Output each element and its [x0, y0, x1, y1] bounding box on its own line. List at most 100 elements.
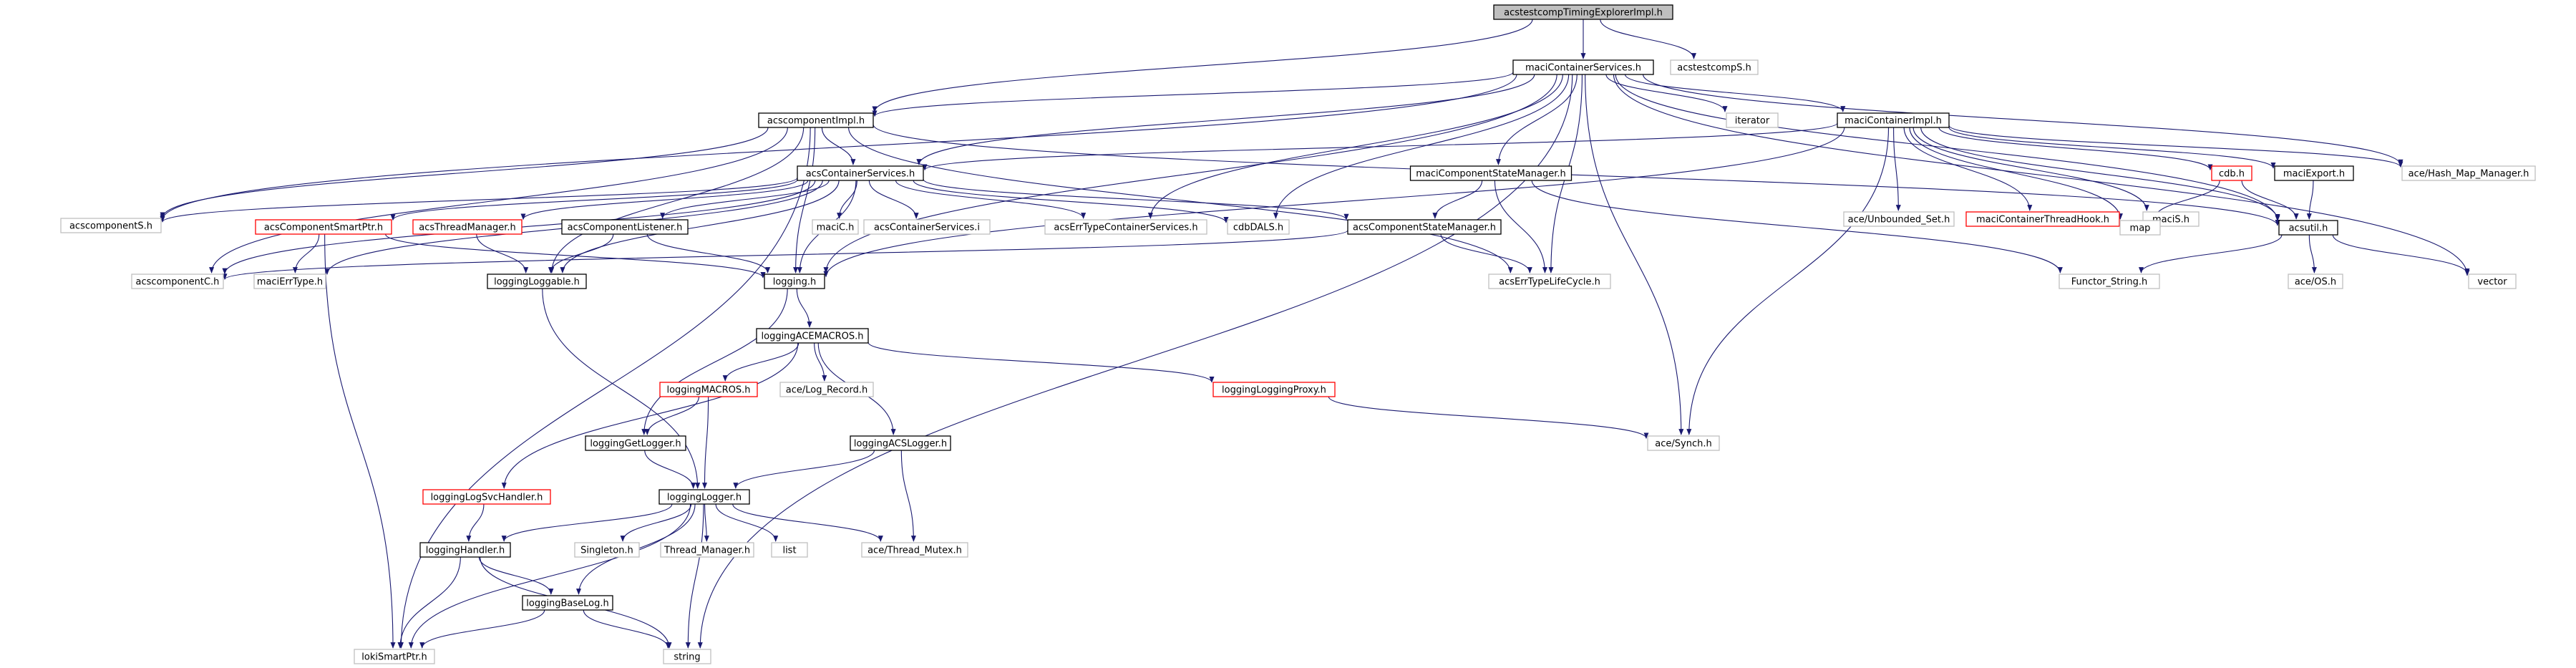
node-box	[1647, 435, 1720, 451]
node-acsComponentListener[interactable]: acsComponentListener.h	[561, 219, 689, 235]
node-label: acstestcompS.h	[1677, 63, 1751, 74]
edge-acsContainerServices-to-acsComponentStateManager	[923, 178, 1349, 221]
node-label: ace/Unbounded_Set.h	[1848, 215, 1950, 226]
node-acsContainerServices[interactable]: acsContainerServices.h	[797, 165, 924, 181]
node-acsErrTypeLifeCycle: acsErrTypeLifeCycle.h	[1488, 274, 1611, 289]
node-acsComponentSmartPtr[interactable]: acsComponentSmartPtr.h	[255, 219, 392, 235]
edge-maciContainerServices-to-iterator	[1605, 74, 1728, 112]
node-acsutil[interactable]: acsutil.h	[2278, 220, 2338, 236]
node-label: loggingLoggable.h	[494, 277, 580, 288]
edge-maciContainerImpl-to-aceUnbounded	[1893, 127, 1901, 211]
node-label: acscomponentImpl.h	[767, 116, 865, 127]
node-box	[771, 542, 808, 558]
node-acsThreadManager[interactable]: acsThreadManager.h	[412, 219, 523, 235]
edge-acsutil-to-vector	[2332, 234, 2470, 275]
node-box	[812, 219, 859, 235]
node-box	[2288, 274, 2343, 289]
node-box	[1347, 219, 1502, 235]
node-cdbDALS: cdbDALS.h	[1227, 219, 1290, 235]
node-maciContainerThreadHook[interactable]: maciContainerThreadHook.h	[1965, 211, 2120, 227]
node-maciContainerImpl[interactable]: maciContainerImpl.h	[1837, 112, 1950, 128]
node-loggingLoggable[interactable]: loggingLoggable.h	[487, 274, 587, 289]
edge-root-to-acscomponentImpl	[872, 19, 1533, 113]
edge-loggingLogger-to-loggingHandler	[501, 503, 673, 542]
node-loggingLogger[interactable]: loggingLogger.h	[658, 489, 750, 505]
node-label: maciErrType.h	[257, 277, 323, 288]
edge-acscomponentImpl-to-acsErrTypeLifeCycle	[848, 127, 1513, 274]
edge-maciContainerServices-to-aceHashMap	[1643, 74, 2404, 166]
node-loggingACSLogger[interactable]: loggingACSLogger.h	[850, 435, 951, 451]
edge-loggingLoggingProxy-to-aceSynch	[1328, 396, 1649, 440]
node-label: acsutil.h	[2289, 223, 2328, 234]
node-box	[863, 219, 991, 235]
node-label: maciExport.h	[2283, 169, 2345, 180]
node-cdb[interactable]: cdb.h	[2211, 165, 2252, 181]
node-box	[659, 382, 758, 397]
node-label: acsComponentSmartPtr.h	[264, 223, 383, 233]
node-box	[1044, 219, 1207, 235]
node-label: acsContainerServices.h	[806, 169, 915, 180]
edge-acsContainerServices-to-acsErrTypeContainerServices	[895, 180, 1087, 219]
edge-acsComponentListener-to-logging	[646, 233, 771, 274]
node-acsComponentStateManager[interactable]: acsComponentStateManager.h	[1347, 219, 1502, 235]
node-box	[1670, 59, 1759, 75]
node-logging[interactable]: logging.h	[764, 274, 825, 289]
edge-loggingLogSvcHandler-to-loggingHandler	[466, 503, 485, 542]
node-root: acstestcompTimingExplorerImpl.h	[1493, 4, 1673, 20]
node-label: acscomponentS.h	[69, 221, 152, 232]
node-box	[756, 328, 869, 344]
node-label: loggingACSLogger.h	[854, 439, 947, 450]
node-maciContainerServices[interactable]: maciContainerServices.h	[1512, 59, 1654, 75]
edge-loggingACEMACROS-to-aceLogRecord	[814, 342, 827, 382]
node-loggingHandler[interactable]: loggingHandler.h	[419, 542, 511, 558]
node-label: ace/Synch.h	[1655, 439, 1711, 450]
node-label: maciComponentStateManager.h	[1416, 169, 1565, 180]
node-FunctorString: Functor_String.h	[2059, 274, 2160, 289]
edge-acscomponentImpl-to-acscomponentC	[209, 127, 788, 274]
node-label: logging.h	[773, 277, 817, 288]
node-box	[779, 382, 874, 397]
node-loggingMACROS[interactable]: loggingMACROS.h	[659, 382, 758, 397]
node-label: loggingLogger.h	[667, 493, 742, 503]
node-box	[585, 435, 686, 451]
node-box	[1409, 165, 1573, 181]
node-box	[2119, 220, 2161, 236]
edge-maciContainerServices-to-maciComponentStateManager	[1495, 74, 1578, 165]
node-label: loggingLoggingProxy.h	[1222, 385, 1326, 396]
edge-acsContainerServices-to-acsComponentListener	[660, 180, 830, 219]
node-loggingLoggingProxy[interactable]: loggingLoggingProxy.h	[1212, 382, 1336, 397]
edge-maciContainerImpl-to-acsutil	[1920, 127, 2280, 221]
node-box	[1493, 4, 1673, 20]
node-maciExport[interactable]: maciExport.h	[2274, 165, 2354, 181]
edge-loggingBaseLog-to-string	[583, 609, 671, 649]
edge-maciContainerImpl-to-acsContainerServices	[922, 122, 1838, 171]
node-box	[1227, 219, 1290, 235]
edge-acsContainerServices-to-acscomponentS	[160, 177, 798, 223]
node-maciComponentStateManager[interactable]: maciComponentStateManager.h	[1409, 165, 1573, 181]
node-string: string	[663, 649, 711, 664]
node-loggingLogSvcHandler[interactable]: loggingLogSvcHandler.h	[422, 489, 551, 505]
node-iterator: iterator	[1726, 112, 1779, 128]
node-loggingGetLogger[interactable]: loggingGetLogger.h	[585, 435, 686, 451]
node-acscomponentS: acscomponentS.h	[60, 218, 162, 233]
node-loggingACEMACROS[interactable]: loggingACEMACROS.h	[756, 328, 869, 344]
node-lokiSmartPtr: lokiSmartPtr.h	[354, 649, 435, 664]
edge-acsComponentStateManager-to-acsErrTypeLifeCycle	[1440, 233, 1532, 274]
edge-logging-to-loggingACEMACROS	[796, 288, 812, 328]
edge-maciContainerServices-to-acsErrTypeContainerServices	[1147, 74, 1563, 219]
edge-acscomponentImpl-to-logging	[793, 127, 816, 274]
node-box	[2211, 165, 2252, 181]
node-loggingBaseLog[interactable]: loggingBaseLog.h	[522, 595, 613, 611]
edge-loggingLogger-to-string	[685, 503, 704, 649]
edge-loggingACEMACROS-to-loggingMACROS	[722, 342, 799, 382]
node-label: acsComponentStateManager.h	[1353, 223, 1496, 233]
node-label: iterator	[1735, 116, 1770, 127]
edge-maciContainerImpl-to-maciContainerThreadHook	[1903, 127, 2033, 211]
node-box	[561, 219, 689, 235]
node-label: Thread_Manager.h	[664, 546, 750, 556]
node-box	[255, 219, 392, 235]
node-acscomponentImpl[interactable]: acscomponentImpl.h	[758, 112, 874, 128]
node-box	[658, 489, 750, 505]
node-box	[660, 542, 754, 558]
